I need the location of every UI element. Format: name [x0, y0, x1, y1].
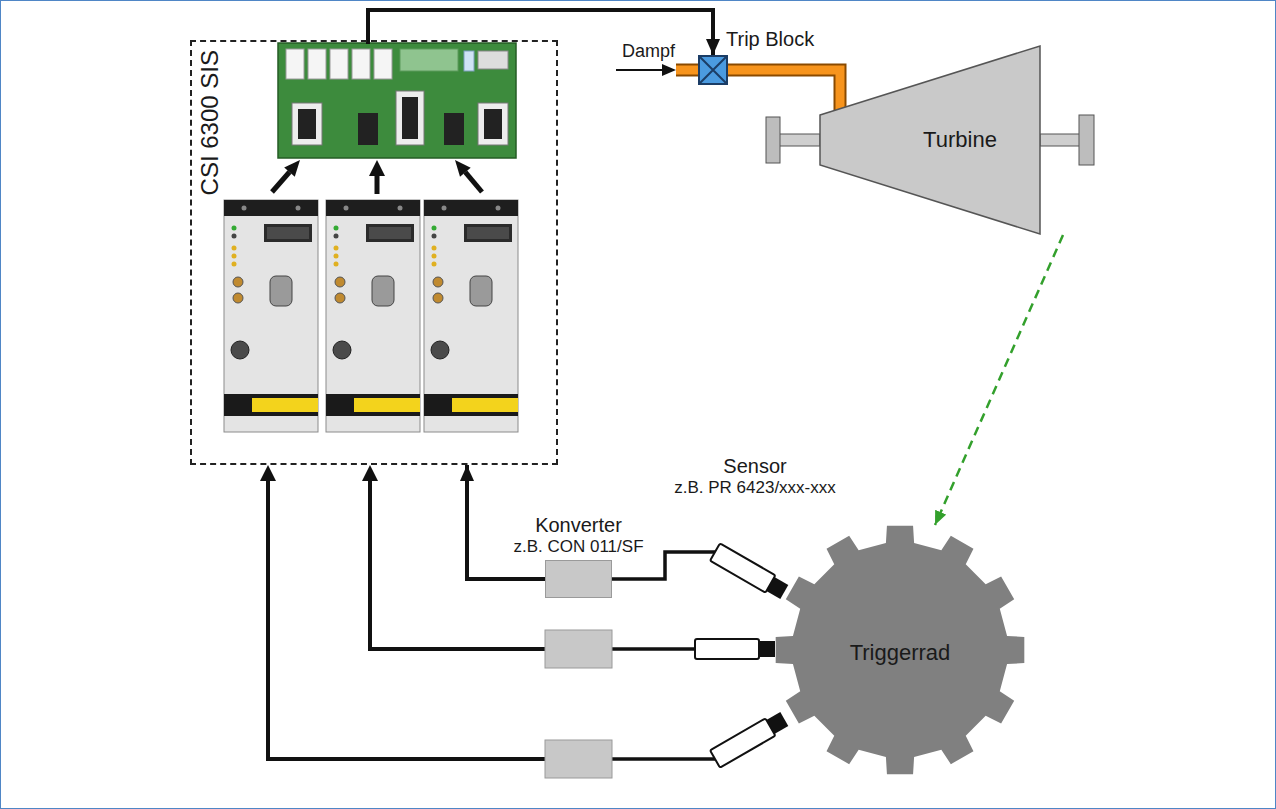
trip-valve: [698, 55, 728, 85]
circuit-board: [278, 43, 516, 158]
converter-box: [545, 630, 612, 668]
connector: [467, 465, 545, 579]
converter-box: Konverterz.B. CON 011/SF: [545, 560, 612, 598]
speed-sensor: Sensorz.B. PR 6423/xxx-xxx: [715, 502, 795, 602]
arrow-head: [260, 465, 276, 481]
arrow-head: [662, 64, 676, 76]
node-label: Sensor: [674, 454, 836, 478]
trip-block: Trip Block: [698, 55, 728, 85]
steam-arrow: [616, 69, 664, 71]
converter-box: [545, 740, 612, 778]
signal-wires: [268, 480, 715, 759]
node-label: Trip Block: [726, 27, 814, 51]
monitor-module: [424, 200, 518, 432]
node-sublabel: z.B. PR 6423/xxx-xxx: [674, 478, 836, 498]
speed-sensor: [710, 710, 789, 767]
arrow-head: [362, 465, 378, 481]
node-label: Turbine: [923, 127, 997, 153]
text-group: Sensorz.B. PR 6423/xxx-xxx: [674, 454, 836, 498]
node-label: Konverter: [513, 513, 643, 537]
node-label: CSI 6300 SIS: [196, 50, 225, 195]
connector: [935, 235, 1063, 525]
text-group: Konverterz.B. CON 011/SF: [513, 513, 643, 557]
speed-sensor: [695, 639, 775, 659]
text-group: Trip Block: [726, 27, 814, 51]
trigger-wheel: Triggerrad: [775, 525, 1025, 775]
sensor-shape: [715, 502, 795, 602]
turbine: Turbine: [765, 45, 1095, 235]
connector: [612, 552, 715, 579]
label-box: Dampf: [622, 41, 675, 63]
monitor-module: [224, 200, 318, 432]
text-group: Triggerrad: [850, 640, 951, 666]
module-arrows: [272, 160, 482, 194]
text-group: CSI 6300 SIS: [196, 50, 341, 79]
medium-label: Dampf: [622, 41, 675, 63]
node-label: Triggerrad: [850, 640, 951, 666]
text-group: Turbine: [923, 127, 997, 153]
node-sublabel: z.B. CON 011/SF: [513, 537, 643, 557]
monitor-module: [326, 200, 420, 432]
system-boundary: CSI 6300 SIS: [190, 40, 558, 465]
